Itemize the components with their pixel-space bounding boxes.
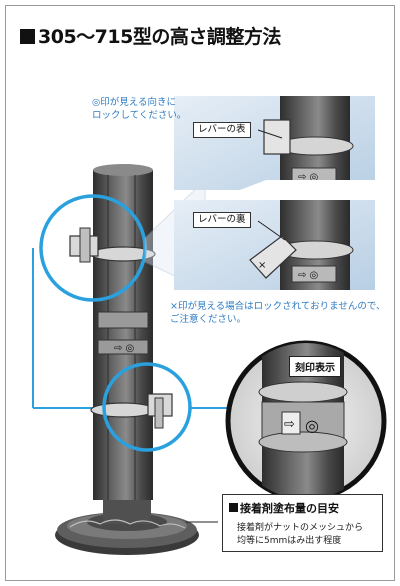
svg-text:⇨: ⇨ bbox=[284, 417, 295, 432]
adhesive-guide-box: 接着剤塗布量の目安 接着剤がナットのメッシュから 均等に5mmはみ出す程度 bbox=[222, 494, 383, 552]
lock-note-line-1: ◎印が見える向きに bbox=[92, 97, 177, 108]
upper-clamp bbox=[69, 227, 156, 263]
adhesive-line-2: 均等に5mmはみ出す程度 bbox=[237, 536, 342, 546]
lower-clamp bbox=[90, 393, 173, 429]
svg-text:◎: ◎ bbox=[305, 416, 319, 435]
main-pole: ⇨ ◎ bbox=[93, 164, 153, 500]
title-bullet-icon bbox=[20, 29, 35, 44]
adhesive-line-1: 接着剤がナットのメッシュから bbox=[237, 523, 364, 533]
panel-lever-front: ⇨ ◎ bbox=[174, 96, 375, 190]
lock-note-line-2: ロックしてください。 bbox=[92, 110, 187, 121]
adhesive-heading: 接着剤塗布量の目安 bbox=[229, 500, 339, 516]
lever-back-label: レバーの裏 bbox=[193, 212, 251, 228]
svg-text:⇨ ◎: ⇨ ◎ bbox=[298, 270, 318, 281]
lower-detail-circle bbox=[102, 362, 192, 452]
adhesive-bullet-icon bbox=[229, 503, 238, 512]
lever-front-label: レバーの表 bbox=[193, 122, 251, 138]
warning-note-line-1: ×印が見える場合はロックされておりませんので、 bbox=[170, 301, 386, 312]
stamp-display-label: 刻印表示 bbox=[289, 356, 341, 377]
warning-note: ×印が見える場合はロックされておりませんので、 ご注意ください。 bbox=[170, 300, 385, 326]
base-plate bbox=[55, 494, 199, 555]
svg-text:⇨ ◎: ⇨ ◎ bbox=[114, 343, 134, 354]
upper-detail-circle bbox=[39, 194, 147, 302]
lock-note: ◎印が見える向きに ロックしてください。 bbox=[92, 96, 186, 122]
adhesive-heading-text: 接着剤塗布量の目安 bbox=[240, 502, 339, 515]
page-title: 305〜715型の高さ調整方法 bbox=[20, 22, 281, 49]
warning-note-line-2: ご注意ください。 bbox=[170, 314, 247, 325]
panel-lever-back: × ⇨ ◎ bbox=[174, 200, 375, 290]
title-text: 305〜715型の高さ調整方法 bbox=[38, 26, 281, 48]
svg-text:×: × bbox=[258, 260, 266, 271]
svg-text:⇨ ◎: ⇨ ◎ bbox=[298, 172, 318, 183]
